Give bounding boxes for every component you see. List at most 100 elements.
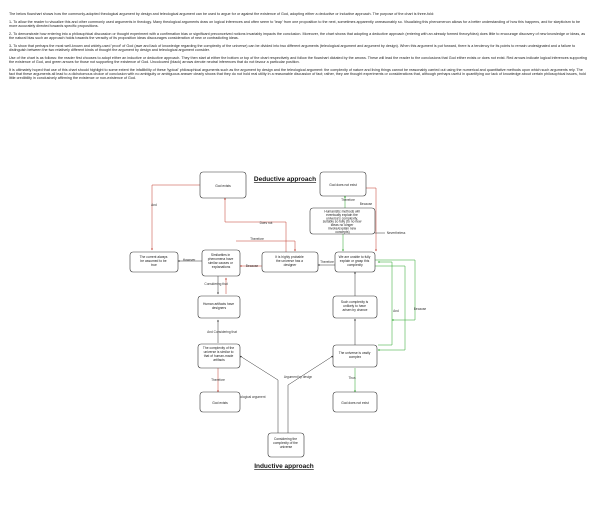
node-text: designers bbox=[212, 306, 227, 310]
node-text: artifacts bbox=[213, 358, 225, 362]
node-god-not-exist-top[interactable]: God does not exist bbox=[319, 171, 367, 197]
edge-label-therefore-right: Therefore bbox=[320, 260, 334, 264]
svg-text:It is highly probable: It is highly probable the universe has a… bbox=[275, 255, 304, 267]
node-unable-explain[interactable]: We are unable to fully explain or grasp … bbox=[334, 251, 376, 273]
edge-label-because: Because bbox=[246, 264, 259, 268]
intro-paragraph: The below flowchart shows how the common… bbox=[9, 12, 435, 16]
node-text: The universe is vastly bbox=[339, 351, 371, 355]
svg-text:God exists: God exists bbox=[215, 184, 231, 188]
edge-label-therefore: Therefore bbox=[250, 237, 264, 241]
edge-labels: And Does not Therefore Therefore Because… bbox=[151, 198, 426, 399]
node-text: The current always bbox=[140, 255, 168, 259]
node-highly-probable[interactable]: It is highly probable the universe has a… bbox=[261, 251, 319, 273]
edge-label-therefore-top: Therefore bbox=[341, 198, 355, 202]
edge-black bbox=[287, 355, 334, 433]
intro-text: The below flowchart shows how the common… bbox=[9, 12, 589, 84]
node-text: suitably so fully (to no new bbox=[323, 220, 362, 224]
svg-text:God does not exist: God does not exist bbox=[329, 183, 357, 187]
node-text: unlikely to have bbox=[343, 304, 366, 308]
edge-label-however: However bbox=[183, 258, 197, 262]
edge-label-and: And bbox=[151, 203, 157, 207]
edge-green bbox=[375, 265, 406, 351]
node-similarities[interactable]: Similarities in phenomena have similar c… bbox=[201, 249, 241, 277]
svg-text:God exists: God exists bbox=[212, 401, 228, 405]
edge-label-therefore-bottom: Therefore bbox=[211, 378, 225, 382]
svg-text:Similarities in phenom: Similarities in phenomena have similar c… bbox=[208, 253, 234, 269]
node-text: God exists bbox=[212, 401, 228, 405]
node-text: Humanistic methods will bbox=[324, 210, 360, 214]
edge-label-and-right: And bbox=[393, 309, 399, 313]
node-text: complex bbox=[349, 355, 362, 359]
node-text: Human artifacts have bbox=[203, 302, 234, 306]
svg-text:Humanistic methods will: Humanistic methods will eventually expla… bbox=[323, 210, 363, 234]
node-humanistic[interactable]: Humanistic methods will eventually expla… bbox=[309, 207, 376, 235]
node-text: explanations bbox=[212, 265, 231, 269]
edge-label-nevertheless: Nevertheless bbox=[387, 231, 406, 235]
svg-text:The universe is vastly: The universe is vastly complex bbox=[339, 351, 372, 359]
edges bbox=[151, 184, 416, 433]
node-text: that of human-made bbox=[204, 354, 234, 358]
node-text: God exists bbox=[215, 184, 231, 188]
node-considering[interactable]: Considering the complexity of the univer… bbox=[267, 432, 305, 458]
node-text: similar causes or bbox=[208, 261, 234, 265]
inductive-heading: Inductive approach bbox=[254, 463, 314, 470]
edge-label-teleological: Teleological argument bbox=[234, 395, 265, 399]
node-text: The complexity of the bbox=[203, 346, 235, 350]
node-text: phenomena have bbox=[208, 257, 234, 261]
edge-label-because-right: Because bbox=[414, 307, 427, 311]
node-text: explain or grasp this bbox=[340, 259, 370, 263]
node-god-not-exist-bottom[interactable]: God does not exist bbox=[332, 391, 378, 413]
node-text: ideas no longer bbox=[331, 223, 354, 227]
node-complexity-similar[interactable]: The complexity of the universe is simila… bbox=[197, 343, 241, 369]
node-text: true bbox=[151, 263, 157, 267]
edge-green bbox=[375, 259, 416, 321]
intro-paragraph: Use of the chart is as follows: the read… bbox=[9, 55, 587, 64]
node-god-exists-bottom[interactable]: God exists bbox=[199, 391, 241, 413]
edge-red bbox=[236, 240, 296, 252]
node-text: eventually explain the bbox=[326, 213, 358, 217]
edge-label-because-top: Because bbox=[360, 202, 373, 206]
svg-text:God does not exist: God does not exist bbox=[341, 401, 369, 405]
deductive-heading: Deductive approach bbox=[254, 176, 316, 183]
svg-text:The current always be: The current always be assumed to be true bbox=[140, 255, 169, 267]
node-human-artifacts[interactable]: Human artifacts have designers bbox=[197, 295, 241, 319]
svg-text:Human artifacts have d: Human artifacts have designers bbox=[203, 302, 235, 310]
svg-text:We are unable to fully: We are unable to fully explain or grasp … bbox=[339, 255, 372, 267]
node-not-rest[interactable]: The current always be assumed to be true bbox=[129, 251, 179, 273]
svg-text:The complexity of the: The complexity of the universe is simila… bbox=[203, 346, 235, 362]
edge-label-argument-design: Argument by design bbox=[284, 375, 313, 379]
node-god-exists-top[interactable]: God exists bbox=[199, 171, 247, 199]
node-text: invoke/explain new bbox=[328, 227, 356, 231]
node-text: the universe has a bbox=[276, 259, 303, 263]
intro-paragraph: 2- To demonstrate how entering into a ph… bbox=[9, 31, 586, 40]
node-text: Similarities in bbox=[211, 253, 231, 257]
edge-red bbox=[224, 197, 287, 253]
edge-black bbox=[239, 355, 279, 433]
node-text: We are unable to fully bbox=[339, 255, 371, 259]
node-text: Considering the bbox=[274, 437, 297, 441]
edge-label-does-not: Does not bbox=[260, 221, 273, 225]
node-text: complexity of the bbox=[273, 441, 298, 445]
node-text: Such complexity is bbox=[341, 300, 369, 304]
node-text: be assumed to be bbox=[140, 259, 166, 263]
node-text: concepts) bbox=[335, 230, 349, 234]
node-text: It is highly probable bbox=[275, 255, 304, 259]
node-text: arisen by chance bbox=[343, 308, 368, 312]
svg-text:Such complexity is unl: Such complexity is unlikely to have aris… bbox=[341, 300, 369, 312]
node-text: God does not exist bbox=[341, 401, 369, 405]
svg-text:Considering the comple: Considering the complexity of the univer… bbox=[273, 437, 299, 449]
nodes: God exists God does not exist Humanistic… bbox=[129, 171, 378, 458]
edge-label-considering: Considering that bbox=[204, 282, 227, 286]
edge-green bbox=[377, 261, 393, 346]
edge-label-considering-2: And Considering that bbox=[207, 330, 237, 334]
intro-paragraph: 1- To allow the reader to visualize this… bbox=[9, 19, 581, 28]
node-text: universe's complexity, bbox=[326, 216, 358, 220]
node-text: universe bbox=[280, 445, 293, 449]
intro-paragraph: 3- To show that perhaps the most well-kn… bbox=[9, 43, 576, 52]
edge-red bbox=[151, 184, 200, 251]
intro-paragraph: It is ultimately hoped that use of this … bbox=[9, 67, 586, 81]
node-such-complexity[interactable]: Such complexity is unlikely to have aris… bbox=[332, 295, 378, 319]
node-text: God does not exist bbox=[329, 183, 357, 187]
node-universe-complex[interactable]: The universe is vastly complex bbox=[332, 344, 378, 368]
